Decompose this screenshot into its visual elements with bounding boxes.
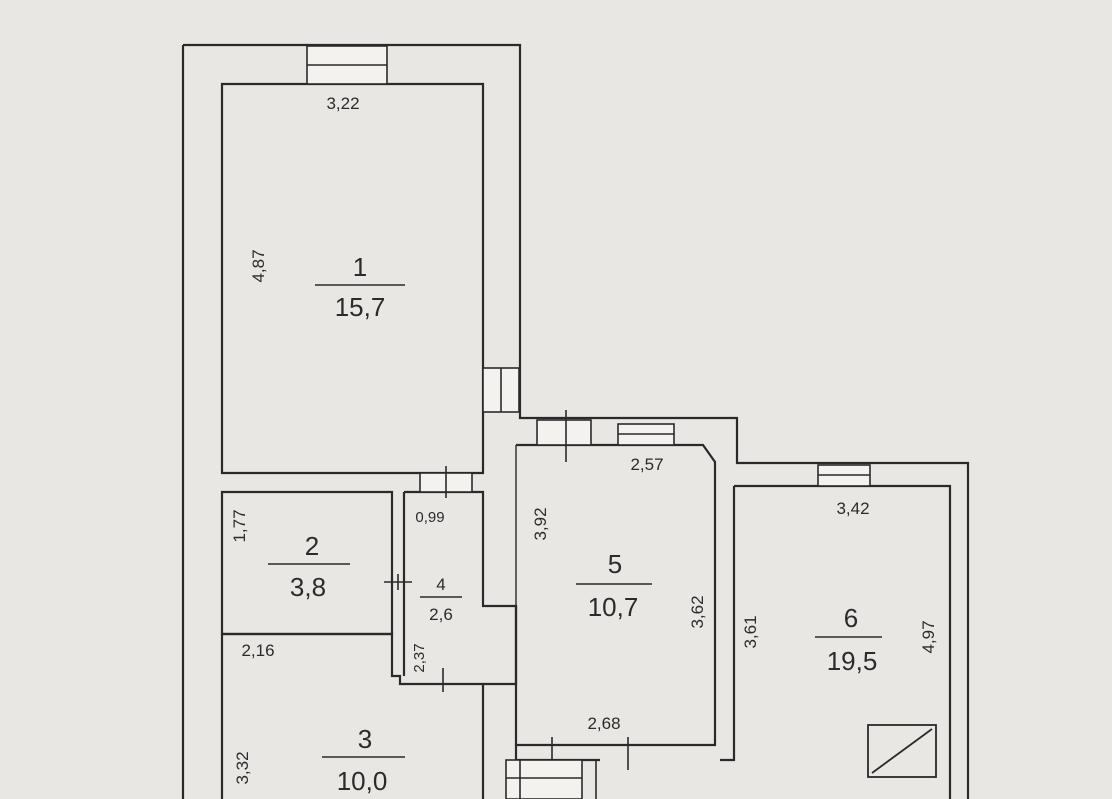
dim-r5-bottom: 2,68 — [587, 714, 620, 733]
room-6-number: 6 — [844, 603, 858, 633]
dim-r1-top: 3,22 — [326, 94, 359, 113]
dim-r2-left: 1,77 — [230, 509, 249, 542]
room-1-area: 15,7 — [335, 292, 386, 322]
dim-r4-left: 2,37 — [411, 643, 428, 672]
dim-r3-left: 3,32 — [233, 751, 252, 784]
room-4-label: 4 2,6 — [420, 575, 462, 624]
dim-r1-left: 4,87 — [249, 249, 268, 282]
room-2-number: 2 — [305, 531, 319, 561]
stairwell — [505, 759, 597, 799]
room-2-area: 3,8 — [290, 572, 326, 602]
room-1-number: 1 — [353, 252, 367, 282]
room-2-label: 2 3,8 — [268, 531, 350, 602]
room-5-label: 5 10,7 — [576, 549, 652, 622]
dim-r5-top: 2,57 — [630, 455, 663, 474]
room-4-area: 2,6 — [429, 605, 453, 624]
stove-icon — [867, 724, 937, 778]
dim-r6-top: 3,42 — [836, 499, 869, 518]
room-5-number: 5 — [608, 549, 622, 579]
room-3-area: 10,0 — [337, 766, 388, 796]
room-3-label: 3 10,0 — [322, 724, 405, 796]
room-5-area: 10,7 — [588, 592, 639, 622]
window-top — [536, 419, 592, 446]
room-4-number: 4 — [436, 575, 445, 594]
outer-walls — [181, 43, 970, 799]
dim-r3-top: 2,16 — [241, 641, 274, 660]
room-4 — [402, 466, 518, 692]
dim-r4-top: 0,99 — [415, 509, 444, 526]
room-2 — [220, 490, 412, 636]
room-1-label: 1 15,7 — [315, 252, 405, 322]
room-6 — [720, 464, 952, 799]
room-6-label: 6 19,5 — [815, 603, 882, 676]
dim-r5-right: 3,62 — [688, 595, 707, 628]
dim-r6-right: 4,97 — [919, 620, 938, 653]
room-3-number: 3 — [358, 724, 372, 754]
dim-r6-left: 3,61 — [741, 615, 760, 648]
dim-r5-left: 3,92 — [531, 507, 550, 540]
room-6-area: 19,5 — [827, 646, 878, 676]
room-1 — [220, 45, 520, 475]
dimension-labels: 3,22 4,87 1,77 2,16 3,32 0,99 2,37 2,57 … — [230, 94, 938, 785]
